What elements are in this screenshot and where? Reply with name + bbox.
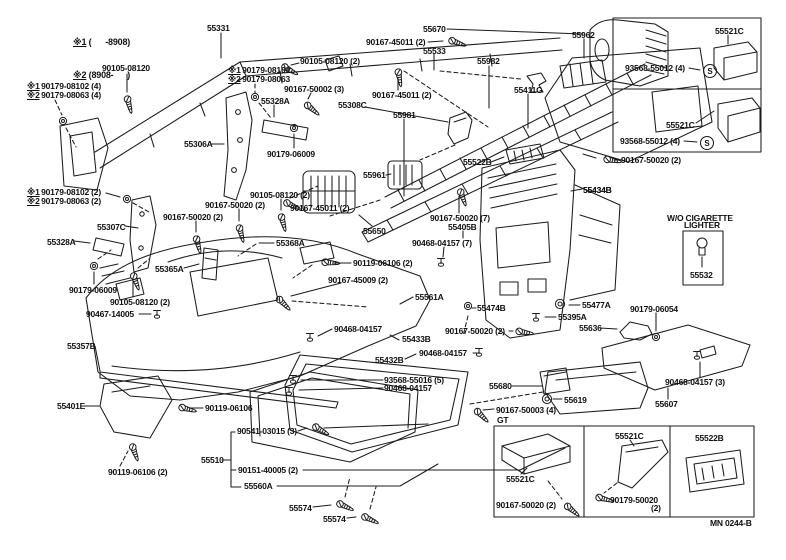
reinforcement-beam-55331 [59, 37, 563, 191]
register-55961 [387, 160, 423, 190]
note-line-1: ※1 ( -8908) [73, 37, 131, 47]
center-cluster-panel-55434B [479, 149, 621, 339]
leader-lines-dashed [54, 70, 618, 510]
lower-left-panel-55401E [99, 375, 173, 439]
note-line-2: ※2 (8908- ) [73, 70, 131, 80]
wo-cigarette-lighter-box [682, 230, 724, 286]
small-bracket-55636 [526, 72, 653, 341]
side-brackets [92, 91, 309, 281]
trim-strip-55357B [99, 371, 339, 409]
production-date-note: ※1 ( -8908) ※2 (8908- ) [73, 15, 130, 103]
side-defroster-duct-55670 [589, 19, 669, 87]
defroster-garnish-55522B [505, 143, 545, 165]
lower-duct-55680 [544, 361, 649, 415]
screw-symbol-s-top: S [707, 67, 713, 76]
center-register-55650 [302, 170, 356, 214]
lower-right-panel-55607 [539, 324, 751, 395]
ashtray-variants-box [612, 17, 762, 153]
instrument-panel-main [85, 236, 431, 401]
glove-box-assembly [249, 354, 469, 463]
leader-lines-solid [73, 28, 729, 519]
screw-symbol-s-bottom: S [704, 139, 710, 148]
upper-panel-55962 [544, 47, 713, 163]
gt-variants-box [493, 425, 755, 518]
